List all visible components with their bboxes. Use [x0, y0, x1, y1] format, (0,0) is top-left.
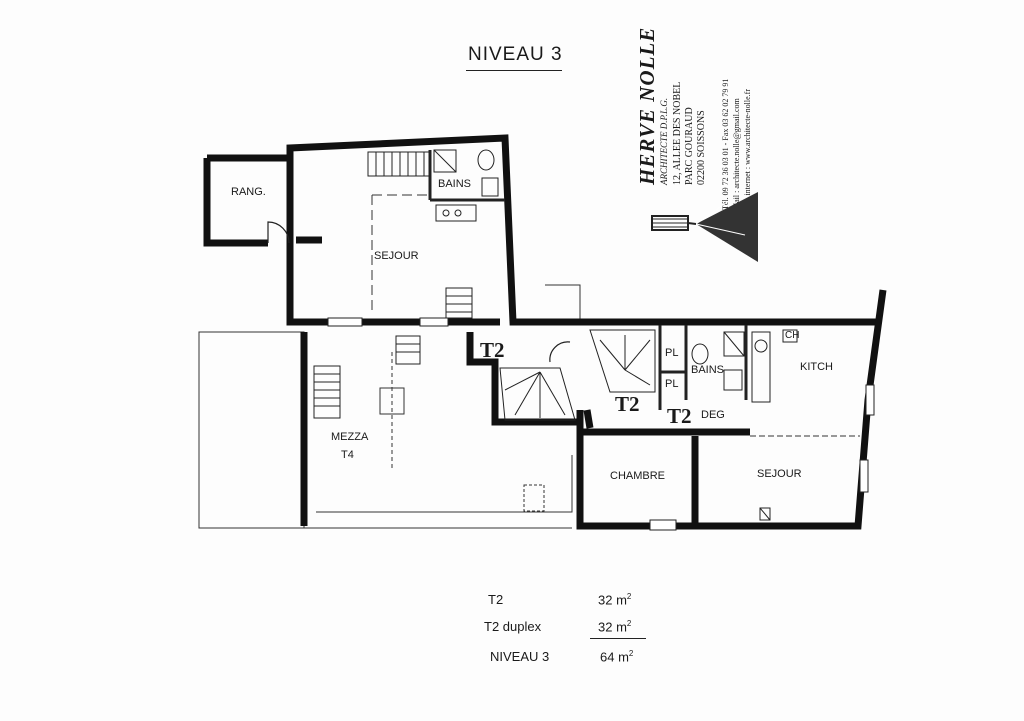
- area-row-2-label: T2 duplex: [484, 619, 542, 634]
- room-label-bains-upper: BAINS: [438, 178, 472, 190]
- room-label-pl-bottom: PL: [665, 378, 679, 390]
- area-row-2-number: 32 m: [598, 619, 627, 635]
- area-row-2-value: 32 m2: [598, 619, 631, 634]
- area-row-2-exp: 2: [626, 619, 632, 628]
- area-row-1-value: 32 m2: [598, 592, 631, 607]
- area-row-1-exp: 2: [626, 592, 632, 601]
- room-label-deg: DEG: [701, 409, 725, 421]
- area-row-3-exp: 2: [628, 649, 634, 658]
- plan-title: NIVEAU 3: [468, 44, 563, 65]
- unit-tag-t2-mid: T2: [615, 392, 640, 416]
- room-label-rang: RANG.: [231, 186, 266, 198]
- room-label-t4: T4: [341, 449, 354, 461]
- stairs: [313, 151, 656, 421]
- fixtures: [433, 149, 798, 521]
- room-label-sejour-lower: SEJOUR: [757, 468, 802, 480]
- area-row-1-label: T2: [488, 592, 504, 607]
- unit-tag-t2-left: T2: [480, 338, 505, 362]
- room-label-kitch: KITCH: [800, 361, 833, 373]
- area-row-3-label: NIVEAU 3: [490, 649, 550, 664]
- room-label-pl-top: PL: [665, 347, 679, 359]
- room-label-sejour-upper: SEJOUR: [374, 250, 419, 262]
- architect-logo-icon: [651, 192, 758, 262]
- room-label-bains-lower: BAINS: [691, 364, 725, 376]
- unit-tag-t2-right: T2: [667, 404, 692, 428]
- room-label-mezza: MEZZA: [331, 431, 369, 443]
- area-row-1-number: 32 m: [598, 592, 627, 608]
- area-sum-rule: [590, 638, 646, 639]
- area-row-3-value: 64 m2: [600, 649, 633, 664]
- room-label-chambre: CHAMBRE: [610, 470, 666, 482]
- doors: [267, 221, 571, 363]
- windows: [327, 317, 875, 531]
- title-underline: [466, 70, 562, 71]
- area-row-3-number: 64 m: [600, 649, 629, 665]
- room-label-ch: CH: [785, 330, 800, 341]
